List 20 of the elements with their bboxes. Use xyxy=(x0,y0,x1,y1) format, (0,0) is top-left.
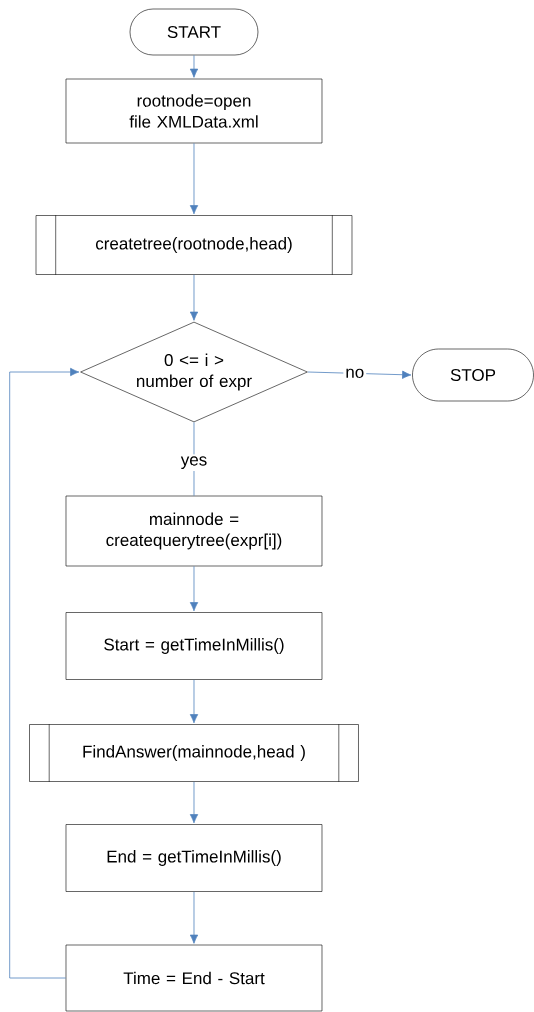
arrow xyxy=(189,54,199,78)
process-box: rootnode=open file XMLData.xml xyxy=(65,78,323,144)
subroutine-box: createtree(rootnode,head) xyxy=(35,214,353,276)
arrow xyxy=(189,142,199,215)
subroutine-box: FindAnswer(mainnode,head ) xyxy=(29,723,359,783)
start-terminal: START xyxy=(129,8,259,56)
process-box: mainnode = createquerytree(expr[i]) xyxy=(65,495,323,567)
arrow xyxy=(189,679,199,724)
arrow xyxy=(189,891,199,944)
arrow xyxy=(189,565,199,612)
arrow xyxy=(189,274,199,321)
process-box: Start = getTimeInMillis() xyxy=(65,612,323,680)
edge-label: yes xyxy=(178,454,210,471)
edge-label: no xyxy=(343,366,367,380)
process-box: End = getTimeInMillis() xyxy=(65,824,323,892)
process-box: Time = End - Start xyxy=(65,944,323,1012)
stop-terminal: STOP xyxy=(412,348,534,402)
arrow xyxy=(9,367,80,979)
arrow xyxy=(189,781,199,824)
arrow xyxy=(307,370,412,379)
